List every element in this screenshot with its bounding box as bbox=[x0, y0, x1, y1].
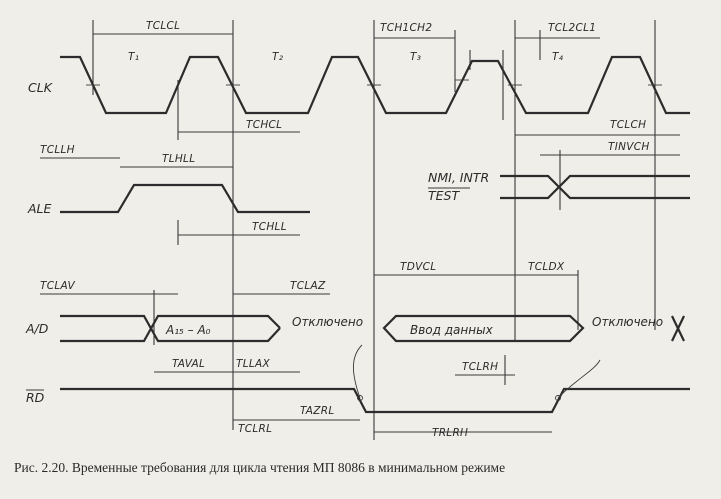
period-t3: T₃ bbox=[410, 51, 421, 63]
reference-lines bbox=[92, 20, 656, 440]
nmi-label: NMI, INTR bbox=[428, 170, 489, 185]
param-tch1ch2: TCH1CH2 bbox=[380, 22, 432, 34]
param-tclav: TCLAV bbox=[40, 280, 75, 292]
param-tcldx: TCLDX bbox=[528, 261, 565, 273]
rd-fall-marker bbox=[357, 395, 363, 401]
arrow-rd-to-bus-left bbox=[353, 344, 363, 399]
caption-text: Временные требования для цикла чтения МП… bbox=[71, 460, 506, 475]
bus-off1-label: Отключено bbox=[292, 315, 363, 329]
ale-label: ALE bbox=[27, 201, 52, 216]
timing-diagram-canvas: CLK ALE A/D RD NMI, INTR TEST T₁ T₂ T₃ T… bbox=[25, 20, 690, 440]
period-t4: T₄ bbox=[552, 51, 564, 63]
bus-off2-label: Отключено bbox=[592, 315, 663, 329]
param-tclcl: TCLCL bbox=[146, 20, 180, 32]
ad-label: A/D bbox=[25, 321, 49, 336]
test-label: TEST bbox=[428, 188, 460, 203]
rd-waveform bbox=[60, 387, 690, 414]
rd-rise-marker bbox=[555, 395, 561, 401]
rd-label: RD bbox=[26, 390, 45, 405]
period-t2: T₂ bbox=[272, 51, 284, 63]
ale-waveform bbox=[60, 183, 310, 214]
param-tinvch: TINVCH bbox=[608, 141, 650, 153]
param-trlrh: TRLRH bbox=[432, 427, 468, 439]
edge-ticks bbox=[86, 79, 662, 86]
bus-address-label: A₁₅ – A₀ bbox=[165, 323, 211, 337]
param-tclrh: TCLRH bbox=[462, 361, 498, 373]
param-tchll: TCHLL bbox=[252, 221, 287, 233]
figure-caption: Рис. 2.20. Временные требования для цикл… bbox=[14, 459, 714, 476]
dimension-arrows bbox=[40, 33, 680, 433]
arrow-rd-to-bus-right bbox=[557, 359, 601, 399]
caption-prefix: Рис. 2.20. bbox=[14, 460, 69, 475]
param-tcllh: TCLLH bbox=[40, 144, 75, 156]
param-tlhll: TLHLL bbox=[162, 153, 195, 165]
param-tclch: TCLCH bbox=[610, 119, 646, 131]
param-tllax: TLLAX bbox=[236, 358, 270, 370]
param-tclrl: TCLRL bbox=[238, 423, 272, 435]
ad-bus bbox=[60, 314, 685, 343]
param-tclaz: TCLAZ bbox=[290, 280, 326, 292]
param-tdvcl: TDVCL bbox=[400, 261, 436, 273]
param-tcl2cl1: TCL2CL1 bbox=[548, 22, 596, 34]
bus-data-in-label: Ввод данных bbox=[410, 323, 494, 337]
param-tchcl: TCHCL bbox=[246, 119, 282, 131]
param-tazrl: TAZRL bbox=[300, 405, 334, 417]
period-t1: T₁ bbox=[128, 51, 139, 63]
nmi-waveform bbox=[500, 174, 690, 200]
clk-label: CLK bbox=[28, 80, 54, 95]
param-taval: TAVAL bbox=[172, 358, 205, 370]
